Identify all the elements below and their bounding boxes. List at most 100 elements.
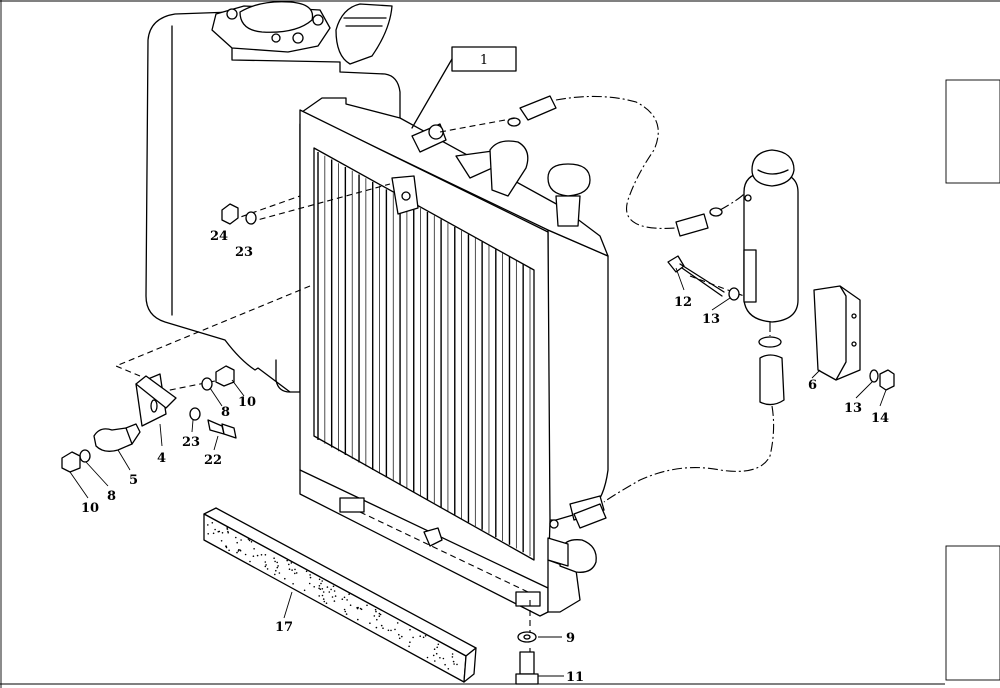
foam-dot bbox=[292, 583, 294, 585]
foam-dot bbox=[426, 656, 429, 659]
foam-dot bbox=[322, 591, 325, 593]
foam-dot bbox=[291, 569, 293, 571]
foam-dot bbox=[447, 668, 450, 670]
foam-dot bbox=[264, 554, 267, 556]
foam-dot bbox=[264, 561, 267, 563]
foam-dot bbox=[218, 530, 221, 533]
foam-dot bbox=[284, 577, 286, 580]
foam-dot bbox=[321, 594, 324, 597]
foam-dot bbox=[240, 539, 242, 541]
foam-dot bbox=[382, 627, 384, 629]
foam-dot bbox=[252, 555, 255, 557]
foam-dot bbox=[376, 618, 378, 621]
foam-dot bbox=[452, 660, 455, 663]
foam-dot bbox=[341, 598, 344, 600]
foam-dot bbox=[275, 569, 277, 572]
foam-dot bbox=[274, 573, 276, 576]
foam-dot bbox=[207, 524, 209, 526]
foam-dot bbox=[318, 587, 320, 590]
foam-dot bbox=[434, 660, 436, 662]
foam-dot bbox=[277, 565, 279, 567]
foam-dot bbox=[331, 596, 334, 598]
washer-23a bbox=[245, 211, 257, 225]
label-8a: 8 bbox=[221, 405, 230, 420]
foam-dot bbox=[278, 572, 281, 574]
foam-dot bbox=[333, 600, 336, 602]
radiator bbox=[299, 97, 609, 617]
foam-dot bbox=[226, 528, 229, 530]
foam-dot bbox=[349, 604, 352, 606]
foam-dot bbox=[225, 545, 227, 547]
foam-dot bbox=[442, 657, 445, 660]
nut-24 bbox=[221, 203, 239, 225]
foam-dot bbox=[344, 610, 347, 613]
foam-dot bbox=[313, 586, 316, 588]
foam-dot bbox=[333, 590, 336, 592]
foam-dot bbox=[396, 622, 399, 624]
foam-dot bbox=[345, 613, 348, 615]
foam-dot bbox=[276, 561, 279, 564]
foam-dot bbox=[398, 633, 400, 636]
callout-1-text: 1 bbox=[480, 53, 488, 68]
foam-dot bbox=[239, 549, 241, 551]
foam-dot bbox=[375, 610, 377, 613]
callout-1: 1 bbox=[411, 46, 517, 129]
foam-dot bbox=[226, 527, 228, 529]
foam-dot bbox=[321, 588, 324, 590]
foam-dot bbox=[235, 536, 237, 539]
foam-texture bbox=[207, 522, 458, 670]
foam-dot bbox=[318, 585, 321, 587]
foam-dot bbox=[332, 585, 335, 588]
foam-dot bbox=[394, 628, 396, 631]
foam-dot bbox=[309, 574, 311, 576]
radiator-core-fins bbox=[317, 152, 531, 556]
foam-dot bbox=[409, 641, 411, 643]
foam-dot bbox=[274, 560, 276, 563]
foam-dot bbox=[290, 562, 293, 564]
foam-dot bbox=[444, 663, 446, 666]
foam-dot bbox=[225, 546, 228, 549]
label-4: 4 bbox=[157, 451, 166, 466]
label-5: 5 bbox=[129, 473, 138, 488]
foam-dot bbox=[320, 582, 322, 585]
foam-dot bbox=[318, 578, 321, 581]
foam-dot bbox=[424, 635, 427, 637]
foam-dot bbox=[373, 615, 376, 617]
label-13b: 13 bbox=[844, 401, 862, 416]
part-number-labels: 24 23 12 13 10 8 23 22 4 5 8 10 6 13 14 … bbox=[81, 229, 889, 685]
foam-dot bbox=[357, 618, 359, 621]
foam-dot bbox=[294, 568, 296, 571]
foam-dot bbox=[422, 636, 425, 639]
foam-dot bbox=[390, 629, 392, 632]
foam-dot bbox=[207, 533, 209, 535]
foam-dot bbox=[374, 608, 377, 611]
foam-dot bbox=[439, 657, 441, 659]
foam-dot bbox=[288, 563, 290, 566]
foam-dot bbox=[330, 588, 332, 591]
label-23a: 23 bbox=[235, 245, 253, 260]
foam-dot bbox=[369, 622, 371, 624]
foam-dot bbox=[432, 654, 435, 657]
foam-dot bbox=[378, 615, 381, 617]
foam-dot bbox=[265, 564, 267, 566]
foam-dot bbox=[244, 553, 247, 556]
foam-dot bbox=[211, 522, 214, 524]
foam-dot bbox=[249, 560, 251, 563]
foam-dot bbox=[247, 538, 250, 540]
foam-dot bbox=[238, 549, 240, 551]
foam-dot bbox=[260, 554, 263, 556]
foam-dot bbox=[305, 570, 308, 573]
foam-dot bbox=[451, 656, 454, 658]
label-12: 12 bbox=[674, 295, 692, 310]
foam-dot bbox=[412, 636, 414, 639]
foam-dot bbox=[378, 612, 381, 615]
expansion-tank bbox=[507, 95, 799, 529]
foam-dot bbox=[236, 541, 238, 544]
foam-dot bbox=[435, 652, 438, 655]
foam-dot bbox=[250, 541, 253, 543]
foam-dot bbox=[227, 530, 229, 533]
foam-dot bbox=[343, 608, 346, 611]
label-9: 9 bbox=[566, 631, 575, 646]
